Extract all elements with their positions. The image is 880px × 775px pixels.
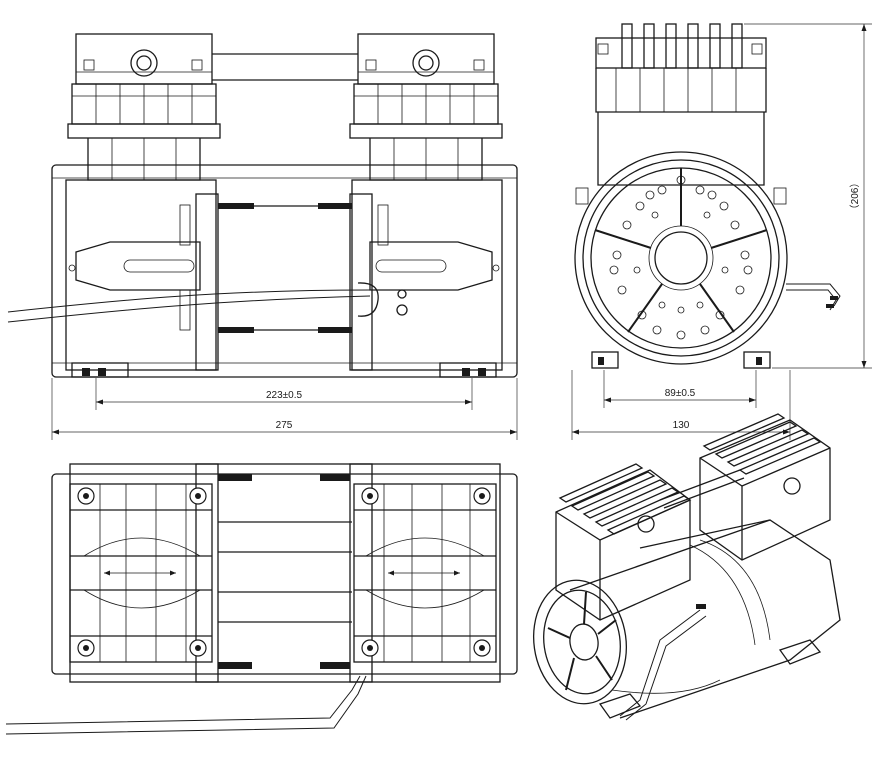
fan-grille [609, 175, 753, 340]
dim-overall-length: 275 [276, 420, 293, 431]
front-view [7, 33, 518, 378]
right-fins [354, 484, 496, 662]
iso-right-fins [702, 413, 822, 475]
top-view [5, 463, 518, 735]
dim-mount-spacing: 223±0.5 [266, 390, 303, 401]
isometric-view [532, 413, 841, 721]
left-fins [70, 484, 212, 662]
left-head [67, 33, 221, 181]
right-head [349, 33, 503, 181]
dim-overall-width: 130 [673, 420, 690, 431]
front-dimensions: 223±0.5 275 [51, 378, 518, 440]
side-view [574, 23, 841, 369]
top-bolts [77, 487, 491, 657]
side-dimensions: 89±0.5 130 （206） [571, 23, 872, 440]
dim-side-mount-spacing: 89±0.5 [665, 388, 696, 399]
dim-overall-height: （206） [849, 178, 861, 215]
iso-left-fins [558, 463, 692, 535]
